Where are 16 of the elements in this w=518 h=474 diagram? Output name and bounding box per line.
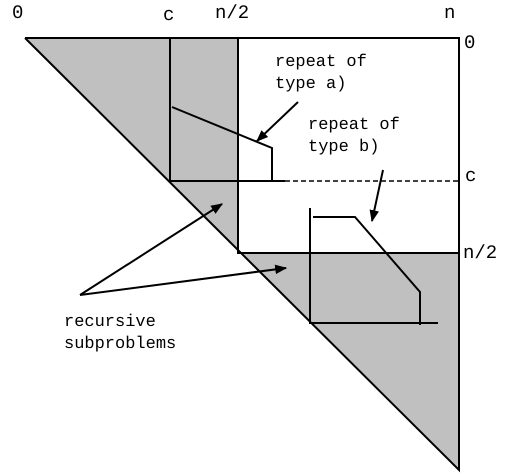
axis-label: n/2 bbox=[463, 242, 498, 264]
path-line bbox=[172, 106, 273, 181]
axis-label: c bbox=[163, 4, 174, 26]
leader-arrow bbox=[79, 203, 223, 296]
axis-label: n bbox=[444, 2, 456, 24]
axis-label: n/2 bbox=[215, 2, 250, 24]
annotation-text: repeat of type b) bbox=[308, 115, 418, 159]
axis-label: 0 bbox=[12, 2, 24, 24]
annotation-text: recursive subproblems bbox=[64, 312, 194, 356]
leader-arrow bbox=[256, 101, 299, 142]
axis-label: 0 bbox=[464, 32, 476, 54]
leader-arrow bbox=[370, 170, 384, 222]
annotation-text: repeat of type a) bbox=[275, 52, 385, 96]
path-line bbox=[309, 207, 439, 326]
axis-label: c bbox=[465, 165, 476, 187]
leader-arrow bbox=[80, 264, 288, 296]
